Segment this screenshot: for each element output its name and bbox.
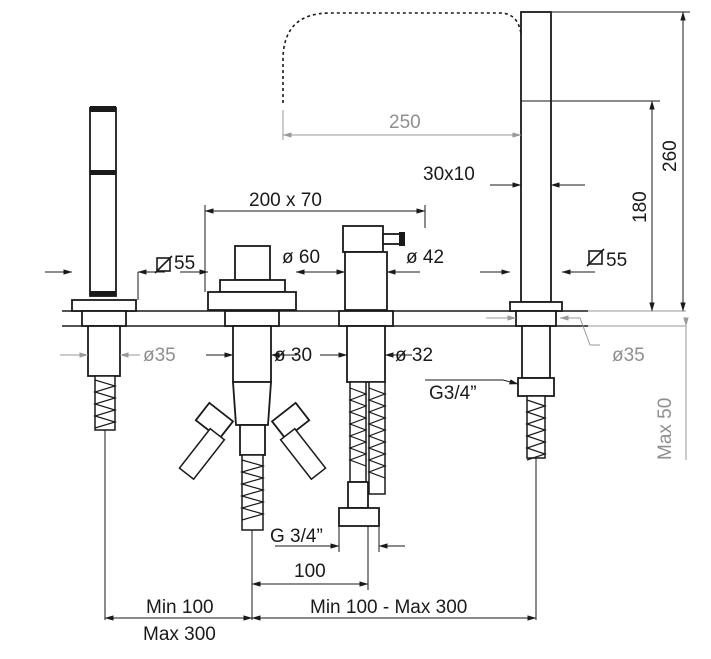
hand-shower [71, 106, 137, 431]
label-center-range: Min 100 - Max 300 [310, 597, 467, 618]
hand-shower-hose-braid [92, 379, 118, 429]
label-hole-right: ø35 [612, 345, 645, 366]
label-hole-mixer: ø 32 [395, 345, 433, 366]
spout [282, 11, 563, 459]
dimension-lines [45, 11, 690, 621]
diameter-symbol-right [586, 248, 605, 267]
label-deck-thickness: Max 50 [655, 398, 676, 460]
label-spout-body-height: 180 [630, 191, 651, 223]
spout-hose-braid [525, 399, 547, 461]
label-hole-diverter: ø 30 [274, 345, 312, 366]
mixer-hose-braid [348, 387, 387, 479]
label-flange-right: 55 [606, 250, 627, 271]
mixer [338, 225, 405, 527]
diameter-symbol-left [154, 255, 173, 274]
label-left-min: Min 100 [146, 597, 214, 618]
label-thread-spout: G3/4” [429, 383, 477, 404]
label-handle-spacing: 200 x 70 [249, 190, 322, 211]
label-left-max: Max 300 [143, 624, 216, 645]
label-thread-mixer: G 3/4” [270, 526, 323, 547]
deck-plate [62, 310, 686, 327]
label-diverter-flange: ø 60 [282, 247, 320, 268]
label-hose-spacing: 100 [294, 561, 326, 582]
label-spout-section: 30x10 [423, 164, 475, 185]
label-spout-reach: 250 [389, 112, 421, 133]
diverter-hose-braid [239, 459, 266, 521]
label-hole-left: ø35 [143, 345, 176, 366]
label-flange-left: 55 [174, 253, 195, 274]
label-total-height: 260 [660, 140, 681, 172]
label-mixer-flange: ø 42 [406, 247, 444, 268]
